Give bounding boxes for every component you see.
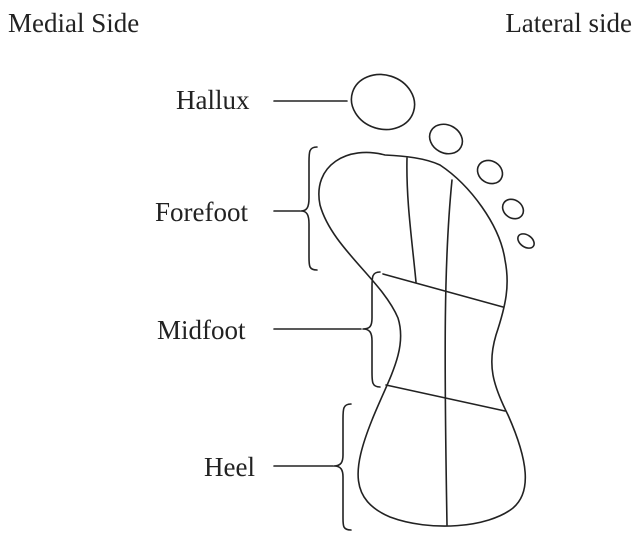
forefoot-divider-inner — [407, 158, 416, 282]
heel-brace — [334, 404, 351, 530]
foot-outline — [319, 152, 525, 526]
midfoot-brace — [363, 272, 380, 387]
forefoot-brace — [301, 147, 317, 270]
hallux-toe — [344, 66, 422, 137]
second-toe — [424, 119, 467, 160]
third-toe — [473, 156, 507, 188]
fifth-toe — [515, 231, 537, 251]
forefoot-midfoot-boundary — [383, 274, 503, 307]
center-longitudinal-line — [445, 180, 452, 525]
fourth-toe — [499, 195, 527, 222]
